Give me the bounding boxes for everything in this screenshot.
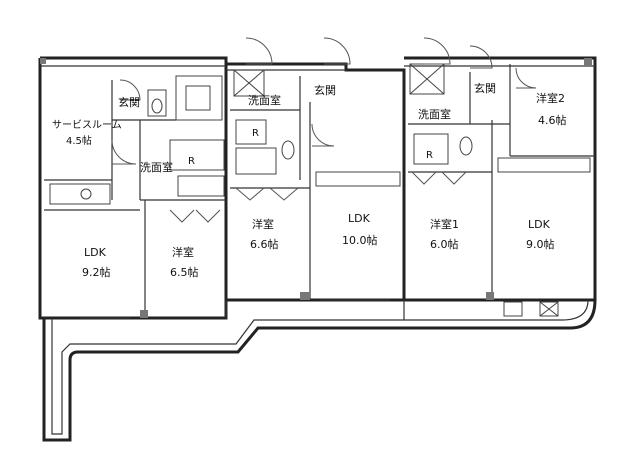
yoshitsu-b-size: 6.6帖 bbox=[250, 238, 279, 251]
washroom-a-label: 洗面室 bbox=[140, 160, 173, 174]
ldk-c-label: LDK bbox=[528, 218, 551, 231]
washroom-c-label: 洗面室 bbox=[418, 107, 451, 121]
genkan-c-label: 玄関 bbox=[474, 81, 496, 95]
genkan-a-label: 玄関 bbox=[118, 95, 140, 109]
ldk-b-size: 10.0帖 bbox=[342, 234, 378, 247]
service-room-size: 4.5帖 bbox=[66, 134, 92, 147]
yoshitsu-a-size: 6.5帖 bbox=[170, 266, 199, 279]
ldk-b-label: LDK bbox=[348, 212, 371, 225]
yoshitsu-b-label: 洋室 bbox=[252, 217, 274, 231]
unit-right: 洗面室 玄関 洋室2 4.6帖 洋室1 6.0帖 LDK 9.0帖 R bbox=[408, 37, 595, 317]
ldk-c-size: 9.0帖 bbox=[526, 238, 555, 251]
yoshitsu2-c-label: 洋室2 bbox=[536, 91, 565, 105]
yoshitsu1-c-size: 6.0帖 bbox=[430, 238, 459, 251]
unit-middle: 洗面室 玄関 洋室 6.6帖 LDK 10.0帖 R bbox=[230, 37, 401, 301]
genkan-b-label: 玄関 bbox=[314, 83, 336, 97]
fridge-c-symbol: R bbox=[426, 150, 433, 161]
yoshitsu-a-label: 洋室 bbox=[172, 245, 194, 259]
ldk-a-size: 9.2帖 bbox=[82, 266, 111, 279]
balcony bbox=[42, 299, 597, 442]
ldk-a-label: LDK bbox=[84, 246, 107, 259]
fridge-b-symbol: R bbox=[252, 128, 259, 139]
unit-left: サービスルーム 4.5帖 玄関 洗面室 LDK 9.2帖 洋室 6.5帖 R bbox=[40, 58, 226, 319]
washroom-b-label: 洗面室 bbox=[248, 93, 281, 107]
yoshitsu2-c-size: 4.6帖 bbox=[538, 114, 567, 127]
service-room-label: サービスルーム bbox=[52, 119, 122, 131]
fridge-a-symbol: R bbox=[188, 156, 195, 167]
yoshitsu1-c-label: 洋室1 bbox=[430, 217, 459, 231]
